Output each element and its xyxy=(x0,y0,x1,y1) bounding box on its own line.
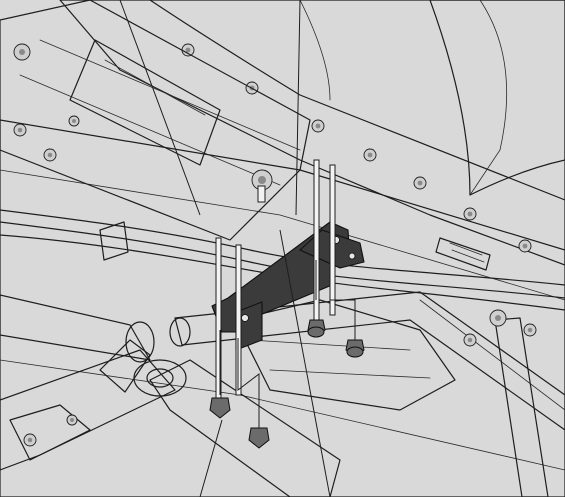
bolt-upper-left xyxy=(307,159,326,338)
alignment-lines xyxy=(219,260,356,428)
heat-shield xyxy=(234,299,456,411)
callout-leaders xyxy=(119,0,331,497)
bolt-lower-left xyxy=(209,237,231,419)
lower-left-bracket xyxy=(9,404,91,461)
bolt-lower-right xyxy=(235,244,270,449)
fuel-brake-lines xyxy=(0,209,565,311)
rail-stud xyxy=(251,169,273,203)
drive-shaft xyxy=(0,339,341,497)
bolt-upper-right xyxy=(329,164,365,358)
exhaust-pipe xyxy=(0,291,565,431)
suspension-link xyxy=(463,309,549,497)
frame-rail xyxy=(0,0,311,241)
